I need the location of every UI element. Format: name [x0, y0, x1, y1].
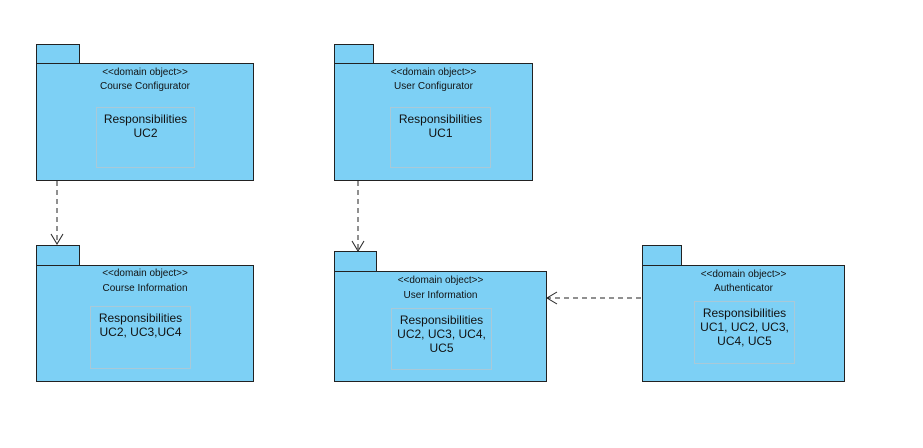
arrowhead-course-information — [50, 233, 64, 245]
responsibility-line: UC4, UC5 — [717, 334, 772, 348]
responsibility-line: UC1 — [428, 126, 453, 140]
package-tab — [36, 245, 80, 266]
package-user-configurator[interactable]: <<domain object>> User Configurator Resp… — [334, 44, 533, 181]
responsibilities-box: Responsibilities UC2 — [96, 107, 195, 168]
responsibility-line: UC2, UC3, UC4, — [397, 327, 486, 341]
responsibility-line: UC2 — [133, 126, 158, 140]
package-user-information[interactable]: <<domain object>> User Information Respo… — [334, 251, 547, 382]
package-body: <<domain object>> User Configurator Resp… — [334, 63, 533, 181]
responsibilities-title: Responsibilities — [98, 311, 183, 325]
package-course-configurator[interactable]: <<domain object>> Course Configurator Re… — [36, 44, 254, 181]
package-course-information[interactable]: <<domain object>> Course Information Res… — [36, 245, 254, 382]
package-body: <<domain object>> Course Information Res… — [36, 265, 254, 382]
package-name: Course Information — [102, 283, 188, 294]
package-authenticator[interactable]: <<domain object>> Authenticator Responsi… — [642, 245, 845, 382]
arrowhead-user-information-right — [546, 291, 558, 305]
responsibilities-box: Responsibilities UC2, UC3,UC4 — [90, 306, 191, 369]
responsibilities-title: Responsibilities — [702, 306, 787, 320]
responsibilities-box: Responsibilities UC1, UC2, UC3, UC4, UC5 — [694, 301, 795, 364]
package-body: <<domain object>> Authenticator Responsi… — [642, 265, 845, 382]
responsibility-line: UC2, UC3,UC4 — [99, 325, 182, 339]
package-tab — [334, 251, 377, 272]
package-tab — [642, 245, 682, 266]
package-tab — [36, 44, 80, 64]
package-name: User Information — [403, 290, 478, 301]
package-stereotype: <<domain object>> — [700, 269, 787, 280]
package-name: User Configurator — [394, 81, 473, 92]
package-stereotype: <<domain object>> — [390, 67, 477, 78]
responsibilities-box: Responsibilities UC2, UC3, UC4, UC5 — [391, 308, 492, 370]
package-stereotype: <<domain object>> — [102, 268, 188, 279]
responsibilities-title: Responsibilities — [103, 112, 188, 126]
package-tab — [334, 44, 374, 64]
responsibility-line: UC5 — [429, 341, 454, 355]
package-body: <<domain object>> User Information Respo… — [334, 271, 547, 382]
responsibility-line: UC1, UC2, UC3, — [700, 320, 789, 334]
package-name: Authenticator — [714, 283, 773, 294]
package-name: Course Configurator — [99, 81, 191, 92]
responsibilities-box: Responsibilities UC1 — [390, 107, 491, 168]
package-stereotype: <<domain object>> — [102, 67, 188, 78]
package-stereotype: <<domain object>> — [397, 275, 484, 286]
responsibilities-title: Responsibilities — [398, 112, 483, 126]
responsibilities-title: Responsibilities — [399, 313, 484, 327]
package-body: <<domain object>> Course Configurator Re… — [36, 63, 254, 181]
